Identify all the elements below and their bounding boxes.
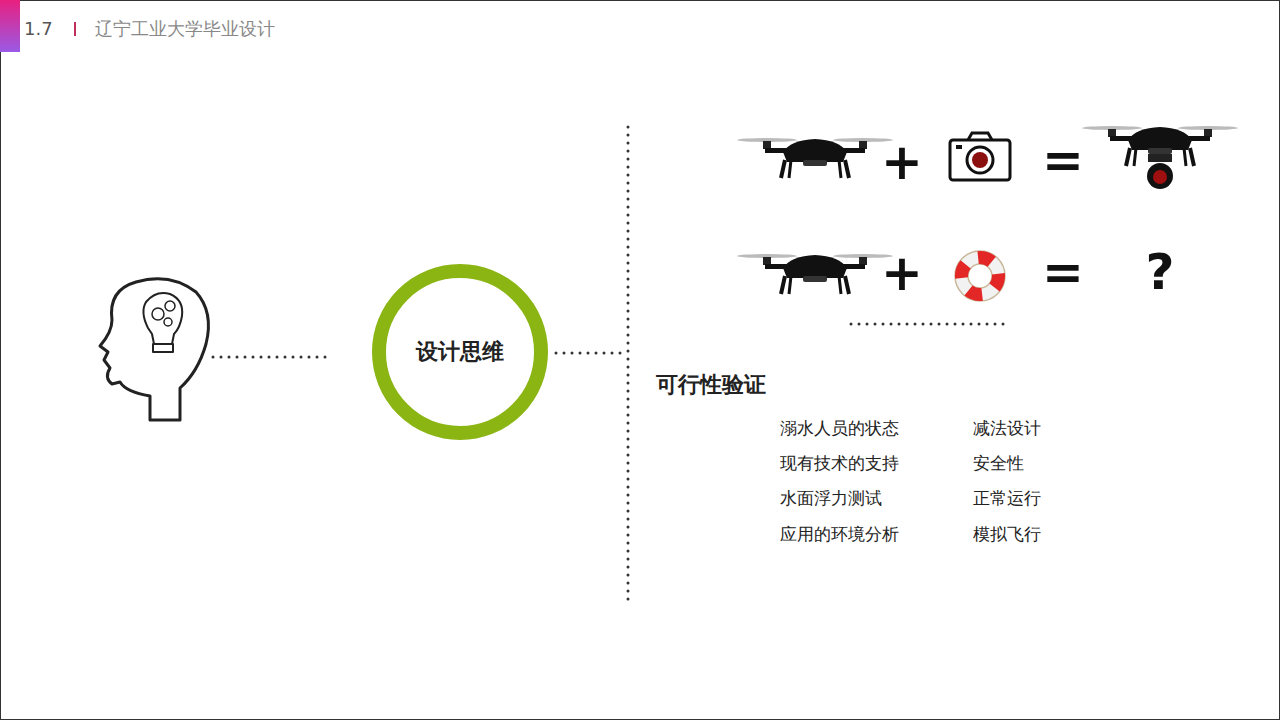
section-heading: 可行性验证: [656, 372, 766, 398]
equals-sign: =: [1042, 130, 1084, 190]
list-item: 现有技术的支持: [780, 453, 899, 473]
list-item: 减法设计: [973, 418, 1041, 438]
plus-sign: +: [881, 132, 923, 192]
node-title: 设计思维: [416, 337, 504, 367]
header-title: 辽宁工业大学毕业设计: [95, 18, 275, 40]
list-item: 模拟飞行: [973, 524, 1041, 544]
list-item: 应用的环境分析: [780, 524, 899, 544]
plus-sign: +: [881, 243, 923, 303]
list-item: 水面浮力测试: [780, 488, 882, 508]
list-item: 溺水人员的状态: [780, 418, 899, 438]
list-item: 正常运行: [973, 488, 1041, 508]
list-item: 安全性: [973, 453, 1024, 473]
slide-number: 1.7: [24, 18, 53, 40]
ring-node: 设计思维: [372, 264, 548, 440]
equals-sign: =: [1042, 242, 1084, 302]
question-mark: ?: [1145, 242, 1174, 302]
